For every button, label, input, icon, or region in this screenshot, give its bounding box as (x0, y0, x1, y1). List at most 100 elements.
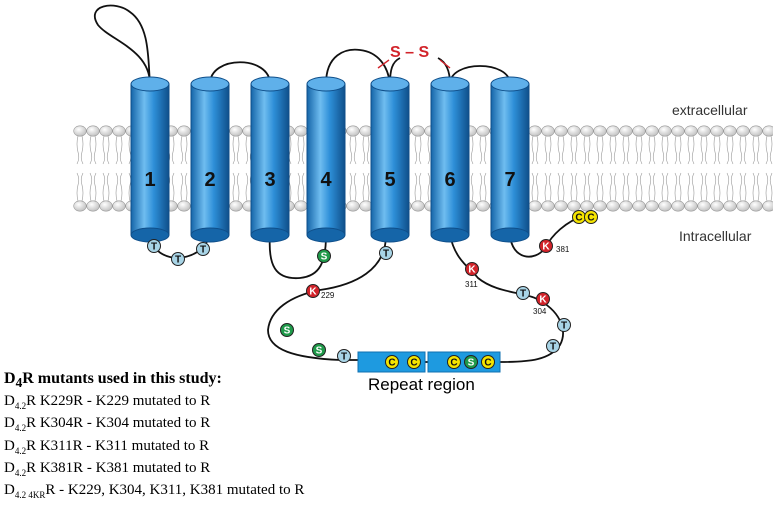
lipid-tail (418, 172, 422, 202)
lipid-tail (470, 135, 474, 165)
lipid-tail (119, 135, 123, 165)
lipid-tail (613, 135, 617, 165)
helix-number: 3 (264, 169, 275, 191)
lipid-tail (353, 135, 357, 165)
residue-c-repeat-3: C (447, 355, 461, 369)
residue-letter: C (410, 358, 417, 369)
helix-bottom (490, 227, 530, 243)
lipid-head (606, 125, 620, 137)
lipid-head (645, 200, 659, 212)
lipid-tail (353, 172, 357, 202)
lipid-tail (704, 135, 708, 165)
lipid-tail (102, 135, 106, 165)
lipid-tail (596, 135, 600, 165)
lipid-tail (119, 172, 123, 202)
helix-body (370, 83, 410, 236)
lipid-head (723, 200, 737, 212)
helix-top (490, 76, 530, 92)
lipid-tail (301, 135, 305, 165)
lipid-head (710, 125, 724, 137)
residue-number: 304 (533, 307, 547, 316)
residue-c-repeat-1: C (385, 355, 399, 369)
lipid-tail (700, 135, 704, 165)
legend-line: D4.2R K229R - K229 mutated to R (4, 393, 211, 411)
mutants-legend: D4R mutants used in this study: D4.2R K2… (4, 368, 384, 501)
residue-number: 381 (556, 245, 570, 254)
residue-letter: C (575, 213, 582, 224)
lipid-head (294, 125, 308, 137)
residue-s-loop-a: S (280, 323, 294, 337)
lipid-tail (769, 172, 773, 202)
lipid-tail (414, 172, 418, 202)
lipid-head (710, 200, 724, 212)
lipid-tail (128, 135, 132, 165)
disulfide-bond-label: S – S (390, 44, 429, 61)
helix-number: 7 (504, 169, 515, 191)
lipid-tail (726, 135, 730, 165)
lipid-tail (730, 172, 734, 202)
helix-body (490, 83, 530, 236)
lipid-head (554, 125, 568, 137)
helix-2: 2 (190, 76, 230, 243)
lipid-head (99, 125, 113, 137)
residue-letter: S (468, 358, 475, 369)
lipid-head (697, 200, 711, 212)
backbone-segment (325, 48, 391, 85)
residue-t-helix2: T (196, 242, 210, 256)
lipid-tail (713, 135, 717, 165)
lipid-tail (245, 135, 249, 165)
lipid-tail (297, 135, 301, 165)
diagram-labels: extracellular Intracellular S – S Repeat… (368, 44, 752, 394)
lipid-tail (587, 135, 591, 165)
disulfide-link-left (377, 59, 390, 69)
residue-letter: K (542, 242, 550, 253)
lipid-tail (639, 172, 643, 202)
legend-line: D4.2R K381R - K381 mutated to R (4, 459, 211, 478)
lipid-tail (687, 172, 691, 202)
lipid-tail (661, 135, 665, 165)
lipid-tail (297, 172, 301, 202)
extracellular-label: extracellular (672, 102, 748, 118)
lipid-head (736, 200, 750, 212)
helix-7: 7 (490, 76, 530, 243)
lipid-head (99, 200, 113, 212)
lipid-head (73, 125, 87, 137)
helix-body (190, 83, 230, 236)
residue-circle (536, 292, 550, 306)
lipid-tail (765, 172, 769, 202)
residue-letter: K (539, 295, 547, 306)
lipid-tail (561, 172, 565, 202)
residue-t-loop-d: T (516, 286, 530, 300)
lipid-head (671, 200, 685, 212)
lipid-head (567, 200, 581, 212)
lipid-tail (349, 135, 353, 165)
residue-s-loop-b: S (312, 343, 326, 357)
residue-circle (385, 355, 399, 369)
lipid-tail (80, 172, 84, 202)
residue-c-tail-1: C (572, 210, 586, 224)
lipid-tail (76, 135, 80, 165)
legend-line: D4.2R K311R - K311 mutated to R (4, 437, 210, 456)
lipid-tail (535, 172, 539, 202)
lipid-tail (232, 172, 236, 202)
lipid-head (671, 125, 685, 137)
lipid-tail (418, 135, 422, 165)
lipid-head (541, 125, 555, 137)
lipid-head (528, 200, 542, 212)
lipid-tail (678, 135, 682, 165)
lipid-tail (622, 172, 626, 202)
lipid-head (606, 200, 620, 212)
lipid-head (86, 125, 100, 137)
lipid-tail (106, 135, 110, 165)
lipid-tail (600, 135, 604, 165)
residue-circle (539, 239, 553, 253)
lipid-tail (483, 135, 487, 165)
residue-t-helix5: T (379, 246, 393, 260)
helix-body (430, 83, 470, 236)
lipid-head (632, 200, 646, 212)
residue-letter: T (550, 342, 556, 353)
lipid-tail (557, 135, 561, 165)
lipid-tail (128, 172, 132, 202)
